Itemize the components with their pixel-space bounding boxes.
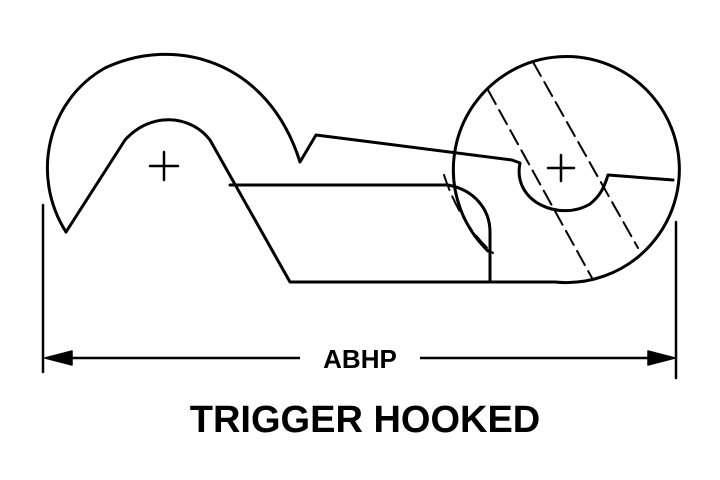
diagram-caption: TRIGGER HOOKED — [189, 399, 541, 441]
center-mark-left — [148, 150, 180, 182]
hook-jaw-outline — [64, 118, 557, 284]
hook-outline — [45, 52, 675, 234]
trigger-block-outline — [228, 183, 492, 284]
center-mark-right — [546, 153, 576, 183]
arrowhead-right — [647, 350, 676, 366]
arrowhead-left — [44, 350, 73, 366]
pivot-boss-circle — [451, 55, 681, 285]
hidden-line-outer — [487, 89, 593, 279]
dimension-label: ABHP — [300, 342, 420, 376]
hidden-lines — [443, 61, 639, 279]
hidden-arc — [443, 174, 494, 254]
hidden-line-inner — [532, 61, 639, 249]
